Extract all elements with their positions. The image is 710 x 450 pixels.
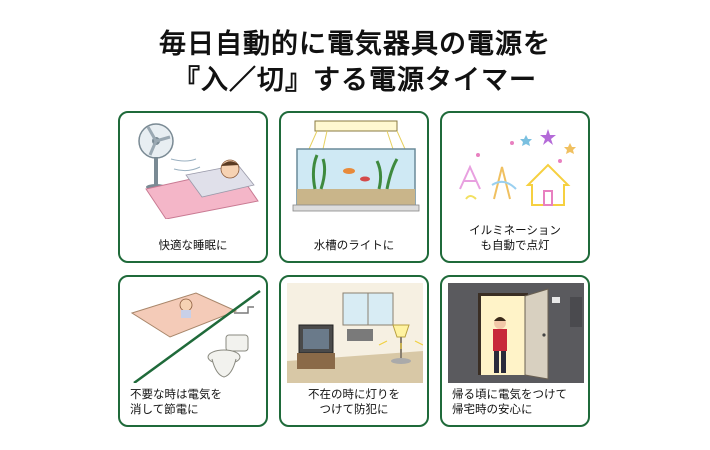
caption-security: 不在の時に灯りを つけて防犯に: [308, 387, 400, 416]
security-illustration: [287, 283, 423, 383]
title-line-1: 毎日自動的に電気器具の電源を: [159, 29, 551, 60]
caption-illumination: イルミネーション も自動で点灯: [469, 223, 561, 252]
illumination-illustration: [459, 129, 576, 206]
title-line-2: 『入／切』する電源タイマー: [173, 65, 537, 96]
caption-aquarium: 水槽のライトに: [313, 238, 395, 252]
card-sleep: 快適な睡眠に: [118, 111, 268, 263]
sleep-illustration: [138, 123, 259, 219]
card-energy-saving: 不要な時は電気を 消して節電に: [118, 275, 268, 427]
homecoming-illustration: [448, 283, 584, 383]
caption-sleep: 快適な睡眠に: [158, 238, 228, 252]
aquarium-illustration: [292, 120, 420, 212]
energy-saving-illustration: [130, 289, 261, 383]
caption-energy-saving: 不要な時は電気を 消して節電に: [130, 387, 222, 416]
card-homecoming: 帰る頃に電気をつけて 帰宅時の安心に: [440, 275, 590, 427]
card-security: 不在の時に灯りを つけて防犯に: [279, 275, 429, 427]
card-illumination: イルミネーション も自動で点灯: [440, 111, 590, 263]
card-aquarium: 水槽のライトに: [279, 111, 429, 263]
caption-homecoming: 帰る頃に電気をつけて 帰宅時の安心に: [452, 387, 567, 416]
